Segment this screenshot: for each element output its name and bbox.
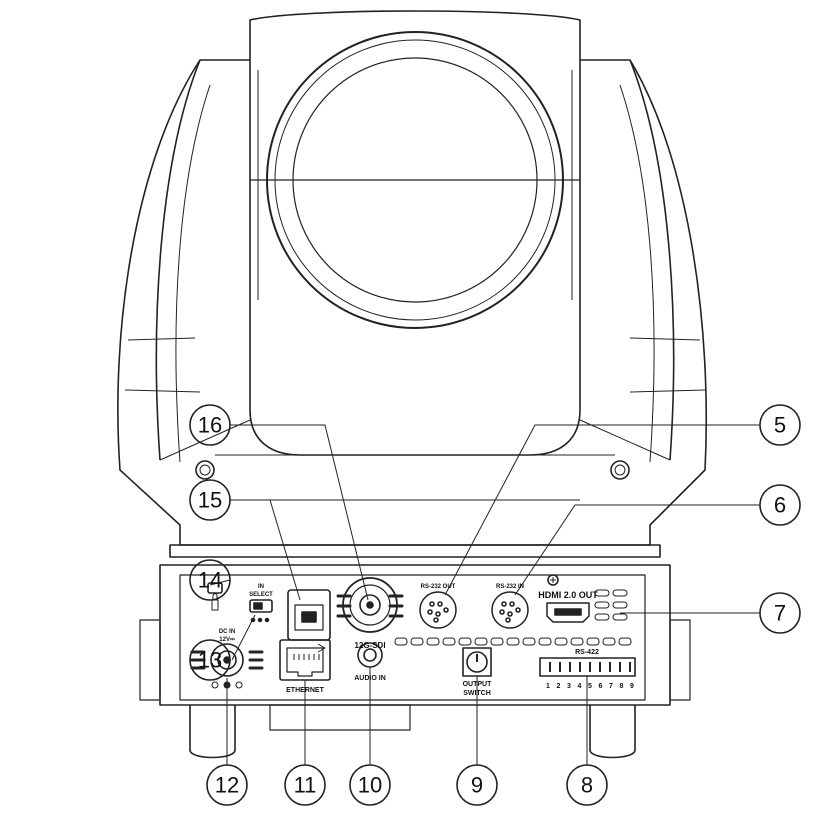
rs232-in-port [491,591,529,629]
callout-12: 12 [215,773,239,798]
label-rs422: RS-422 [575,649,599,656]
camera-body [117,10,708,546]
callout-14: 14 [198,568,222,593]
rs422-pin-8: 8 [620,683,624,690]
callout-13: 13 [198,648,222,673]
callout-15: 15 [198,488,222,513]
callout-11: 11 [294,773,317,798]
sdi-connector [336,577,404,633]
rs422-pin-6: 6 [599,683,603,690]
output-switch [462,647,492,677]
label-output-2: SWITCH [463,690,491,697]
label-sdi: 12G-SDI [354,641,385,650]
rs422-pin-2: 2 [557,683,561,690]
label-output-1: OUTPUT [463,681,493,688]
label-rs232-out: RS-232 OUT [421,584,456,590]
label-dc-in-2: 12V⎓ [219,637,235,643]
rs422-pin-4: 4 [578,683,582,690]
callout-16: 16 [198,413,222,438]
rs422-pin-9: 9 [630,683,634,690]
hdmi-port [546,602,590,623]
rs422-pin-7: 7 [609,683,613,690]
screw-icon [610,460,630,480]
rs422-pin-5: 5 [588,683,592,690]
label-in-select-2: SELECT [249,592,273,598]
dc-in-jack [190,643,264,677]
callout-leaders [209,424,760,765]
label-audio-in: AUDIO IN [354,675,386,682]
label-rs232-in: RS-232 IN [496,584,524,590]
lock-icon [207,582,223,611]
callout-9: 9 [471,773,483,798]
callout-7: 7 [774,601,786,626]
rs422-pin-1: 1 [546,683,550,690]
callout-5: 5 [774,413,786,438]
callout-10: 10 [358,773,382,798]
label-hdmi: HDMI 2.0 OUT [538,590,598,600]
label-dc-in-1: DC IN [219,629,235,635]
rs232-out-port [419,591,457,629]
indicator-strip [594,589,628,621]
label-in-select-1: IN [258,584,264,590]
callout-circles [189,404,801,806]
label-ethernet: ETHERNET [286,687,324,694]
dip-label-row [394,637,632,646]
screw-icon [547,574,559,586]
screw-icon [195,460,215,480]
lens-ring [266,31,564,329]
usb3-port [287,589,331,641]
callout-8: 8 [581,773,593,798]
rs422-terminal [539,657,636,677]
rs422-pin-3: 3 [567,683,571,690]
callout-6: 6 [774,493,786,518]
camera-base [139,544,691,759]
